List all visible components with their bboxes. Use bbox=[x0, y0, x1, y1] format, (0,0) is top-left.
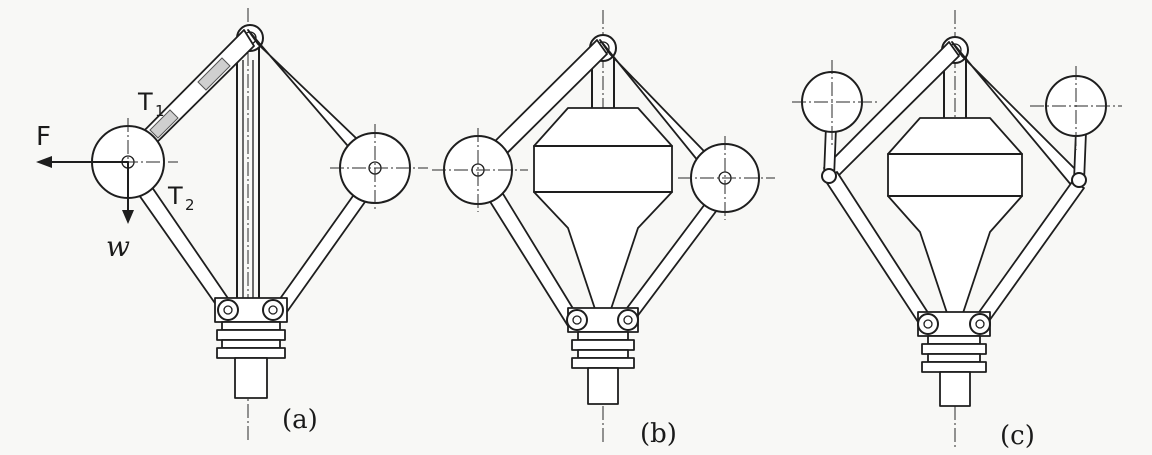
panel-c: (c) bbox=[792, 10, 1122, 451]
panel-a-sleeve bbox=[214, 297, 288, 399]
tension-2-label: T bbox=[167, 182, 183, 210]
panel-c-sleeve bbox=[917, 311, 991, 407]
tension-2-subscript: 2 bbox=[185, 196, 195, 214]
panel-a-tension-marker-lower bbox=[149, 109, 179, 139]
panel-c-joint-left bbox=[821, 168, 837, 184]
panel-a-caption: (a) bbox=[282, 405, 318, 435]
panel-b-ball-left bbox=[432, 128, 528, 212]
panel-c-caption: (c) bbox=[1000, 421, 1035, 451]
panel-a-weight-arrow bbox=[122, 161, 134, 224]
panel-a-ball-right bbox=[330, 124, 428, 212]
panel-c-joint-right bbox=[1071, 172, 1087, 188]
panel-b-caption: (b) bbox=[640, 419, 677, 449]
tension-1-subscript: 1 bbox=[155, 102, 165, 120]
weight-label: w bbox=[106, 230, 130, 263]
panel-a: F T 1 T 2 w (a) bbox=[36, 8, 428, 440]
panel-a-spindle bbox=[236, 47, 260, 306]
panel-b: (b) bbox=[432, 10, 775, 449]
panel-a-tension-marker-upper bbox=[197, 57, 231, 91]
panel-b-sleeve bbox=[566, 307, 639, 405]
panel-a-force-arrow bbox=[36, 156, 129, 168]
panel-c-ball-right bbox=[1030, 66, 1122, 150]
panel-b-ball-right bbox=[678, 136, 775, 220]
force-label: F bbox=[36, 122, 51, 152]
panel-c-ball-left bbox=[792, 60, 880, 148]
tension-1-label: T bbox=[137, 88, 153, 116]
